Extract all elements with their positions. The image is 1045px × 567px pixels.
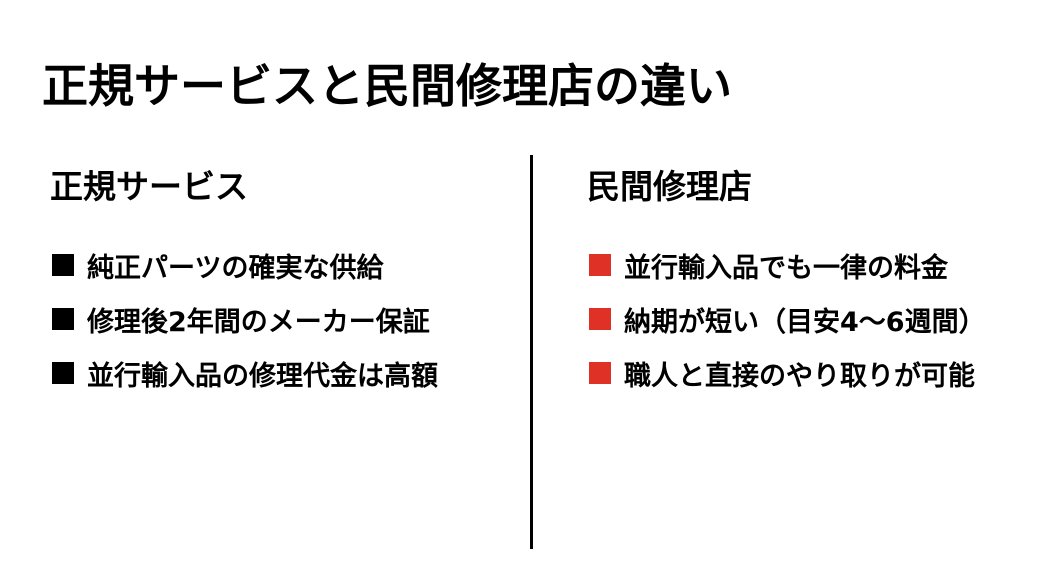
official-service-heading: 正規サービス xyxy=(50,167,248,206)
column-divider xyxy=(530,155,533,549)
red-square-bullet-icon xyxy=(589,308,611,330)
black-square-bullet-icon xyxy=(52,362,74,384)
official-item: 並行輸入品の修理代金は高額 xyxy=(50,346,438,400)
official-item-text: 修理後2年間のメーカー保証 xyxy=(87,306,430,338)
private-item-text: 職人と直接のやり取りが可能 xyxy=(624,360,975,392)
private-item: 並行輸入品でも一律の料金 xyxy=(587,238,986,292)
private-item: 職人と直接のやり取りが可能 xyxy=(587,346,986,400)
black-square-bullet-icon xyxy=(52,254,74,276)
red-square-bullet-icon xyxy=(589,362,611,384)
official-item-text: 並行輸入品の修理代金は高額 xyxy=(87,360,438,392)
slide-title: 正規サービスと民間修理店の違い xyxy=(42,59,732,113)
official-service-column: 正規サービス 純正パーツの確実な供給 修理後2年間のメーカー保証 並行輸入品の修… xyxy=(50,163,438,400)
private-repair-column: 民間修理店 並行輸入品でも一律の料金 納期が短い（目安4〜6週間） 職人と直接の… xyxy=(587,163,986,400)
red-square-bullet-icon xyxy=(589,254,611,276)
private-repair-heading: 民間修理店 xyxy=(587,167,752,206)
official-item: 修理後2年間のメーカー保証 xyxy=(50,292,438,346)
black-square-bullet-icon xyxy=(52,308,74,330)
official-item: 純正パーツの確実な供給 xyxy=(50,238,438,292)
official-item-text: 純正パーツの確実な供給 xyxy=(87,252,384,284)
private-item: 納期が短い（目安4〜6週間） xyxy=(587,292,986,346)
private-item-text: 納期が短い（目安4〜6週間） xyxy=(624,306,986,338)
private-item-text: 並行輸入品でも一律の料金 xyxy=(624,252,948,284)
